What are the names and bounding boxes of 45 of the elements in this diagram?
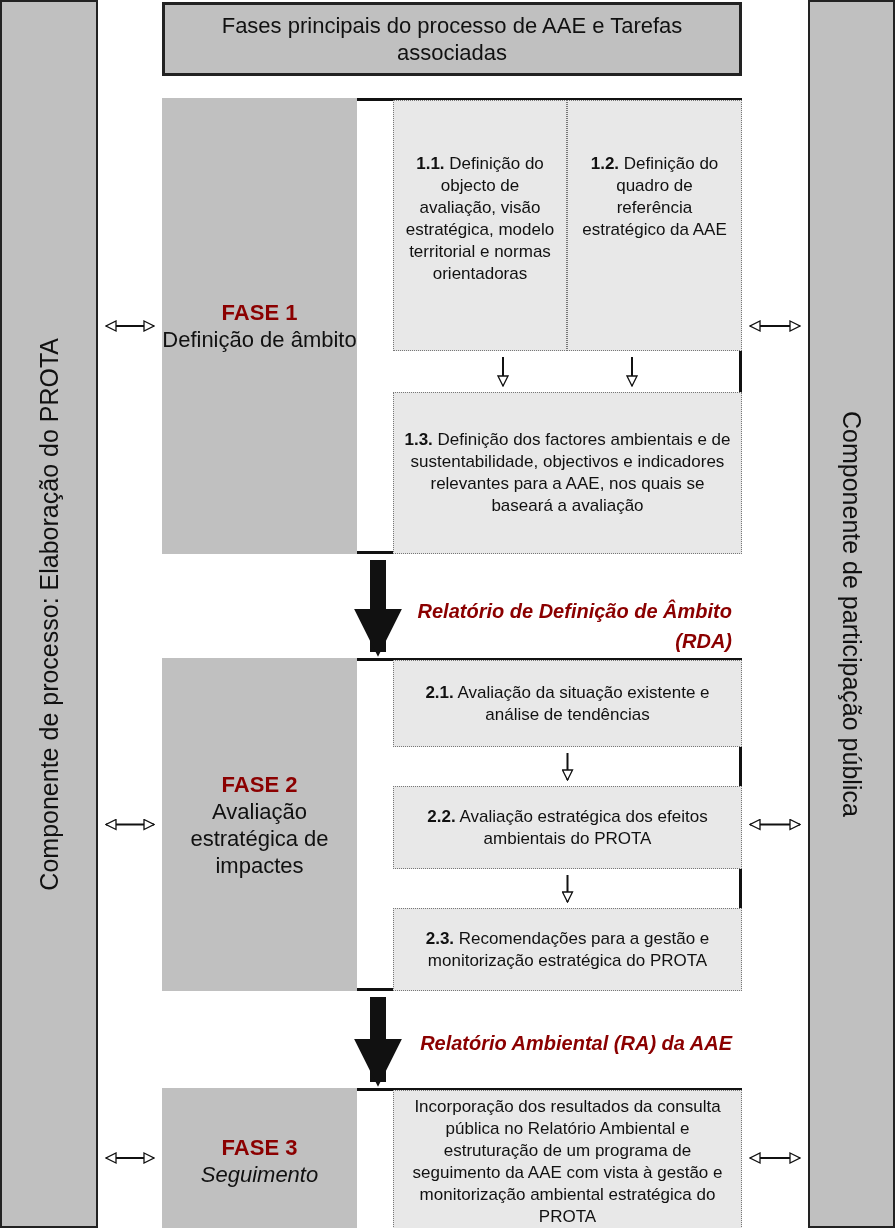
arrow [749, 320, 801, 332]
task-box [393, 392, 742, 554]
arrow [354, 997, 402, 1087]
phase-frame [162, 98, 742, 554]
task-box [567, 100, 742, 351]
phase-frame [162, 658, 742, 991]
title-text: Fases principais do processo de AAE e Tarefas associadas [220, 12, 684, 66]
task-text: 1.3. Definição dos factores ambientais e de sustentabilidade, objectivos e indicadores relevantes para a AAE, nos quais se baseará a avaliação [404, 429, 731, 517]
arrow [105, 1152, 155, 1164]
arrow [105, 818, 155, 831]
task-text: 2.1. Avaliação da situação existente e análise de tendências [424, 681, 711, 726]
edge-label: Relatório de Definição de Âmbito (RDA) [416, 598, 732, 654]
phase-label: FASE 3 [221, 1133, 298, 1161]
arrow [105, 320, 155, 332]
arrow [749, 818, 801, 831]
task-text: 1.2. Definição do quadro de referência estratégico da AAE [581, 153, 728, 241]
title-box [162, 2, 742, 76]
task-text: 1.1. Definição do objecto de avaliação, visão estratégica, modelo territorial e normas orientadoras [404, 153, 556, 285]
phase-panel [162, 1088, 357, 1228]
bar-label: Componente de processo: Elaboração do PROTA [34, 337, 64, 891]
phase-label-subtitle: Seguimento [200, 1160, 319, 1188]
phase-panel [162, 98, 357, 554]
arrow [497, 356, 509, 387]
task-text: 2.3. Recomendações para a gestão e monitorização estratégica do PROTA [424, 927, 711, 972]
task-box [393, 100, 567, 351]
bar-label: Componente de participação pública [837, 411, 866, 817]
phase-frame [162, 1088, 742, 1228]
phase-label-subtitle: Avaliação estratégica de impactes [189, 797, 330, 879]
phase-label-subtitle: Definição de âmbito [162, 326, 357, 353]
side-bar [808, 0, 895, 1228]
task-text: Incorporação dos resultados da consulta pública no Relatório Ambiental e estruturação de um programa de seguimento da AAE com vista à gestão e monitorização ambiental estratégica do PROTA [411, 1095, 724, 1228]
phase-panel [162, 658, 357, 991]
task-box [393, 660, 742, 747]
arrow [354, 560, 402, 657]
task-text: 2.2. Avaliação estratégica dos efeitos ambientais do PROTA [426, 805, 709, 850]
phase-label: FASE 1 [221, 299, 298, 326]
arrow [626, 356, 638, 387]
side-bar [0, 0, 98, 1228]
edge-label: Relatório Ambiental (RA) da AAE [419, 1031, 732, 1056]
task-box [393, 786, 742, 869]
arrow [561, 874, 574, 903]
arrow [749, 1152, 801, 1164]
arrow [561, 752, 574, 781]
task-box [393, 908, 742, 991]
phase-label: FASE 2 [221, 770, 298, 798]
